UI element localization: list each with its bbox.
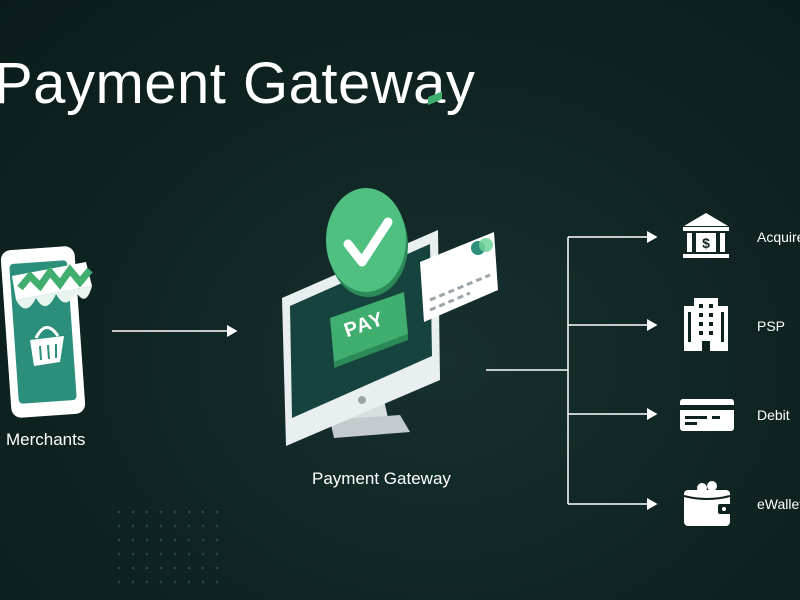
decorative-dot-grid: [112, 505, 222, 595]
wallet-icon: [683, 481, 732, 526]
card-icon: [680, 399, 734, 431]
page-title: Payment Gateway: [0, 51, 476, 116]
gateway-label: Payment Gateway: [312, 469, 451, 488]
check-circle-icon: [326, 188, 408, 297]
bank-icon: $: [683, 213, 729, 258]
connector-lines: [486, 231, 658, 510]
svg-text:$: $: [702, 235, 710, 251]
merchants-label: Merchants: [6, 430, 86, 449]
pay-button-graphic: [330, 292, 408, 368]
credit-card-icon: [420, 91, 498, 322]
merchant-shop-icon: [0, 246, 93, 418]
destination-label-acquirer: Acquirer: [757, 229, 800, 245]
destination-label-ewallet: eWallet: [757, 496, 800, 512]
destination-label-debit: Debit: [757, 407, 790, 423]
building-icon: [684, 298, 728, 351]
destination-label-psp: PSP: [757, 318, 786, 334]
